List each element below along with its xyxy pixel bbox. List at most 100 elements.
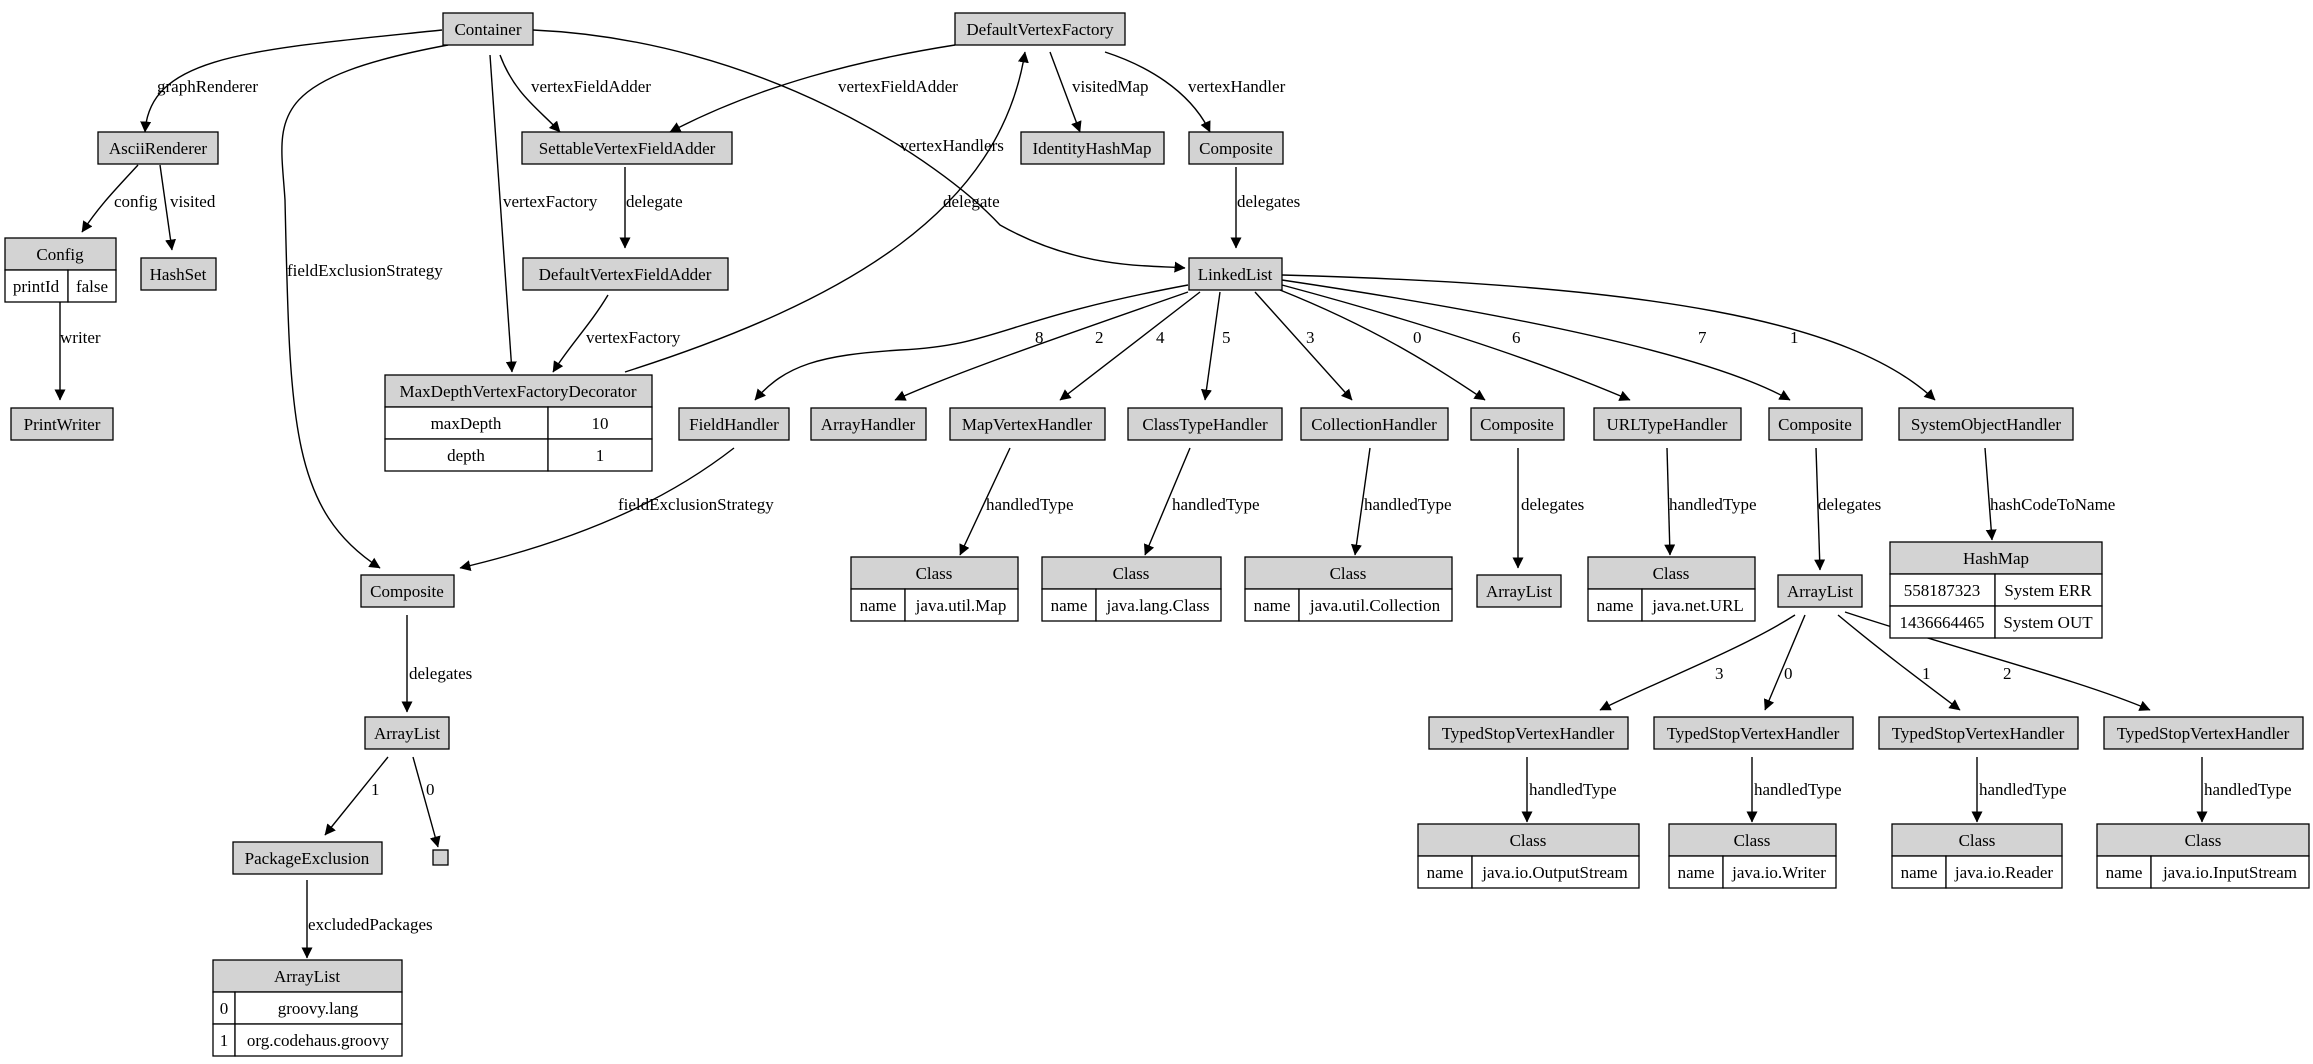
edge-vertex-handlers xyxy=(532,29,1186,273)
node-composite-top[interactable]: Composite xyxy=(1188,131,1284,165)
svg-text:Class: Class xyxy=(1113,564,1150,583)
svg-text:printId: printId xyxy=(13,277,60,296)
node-identity-hash-map[interactable]: IdentityHashMap xyxy=(1020,131,1165,165)
edge-ll-7 xyxy=(1281,279,1791,401)
edge-label-vertex-handler: vertexHandler xyxy=(1188,77,1286,96)
edge-label-vertex-field-adder-1: vertexFieldAdder xyxy=(531,77,651,96)
edge-label-st-3: 3 xyxy=(1715,664,1724,683)
edge-label-delegate-2: delegate xyxy=(943,192,1000,211)
node-default-vertex-field-adder[interactable]: DefaultVertexFieldAdder xyxy=(522,257,729,291)
node-composite-0[interactable]: Composite xyxy=(1470,407,1565,441)
svg-text:name: name xyxy=(1597,596,1634,615)
node-array-handler[interactable]: ArrayHandler xyxy=(810,407,927,441)
node-field-handler[interactable]: FieldHandler xyxy=(678,407,790,441)
svg-text:Composite: Composite xyxy=(1199,139,1273,158)
svg-text:DefaultVertexFieldAdder: DefaultVertexFieldAdder xyxy=(539,265,712,284)
svg-text:maxDepth: maxDepth xyxy=(431,414,502,433)
node-class-class[interactable]: Class name java.lang.Class xyxy=(1041,556,1222,622)
node-class-writer[interactable]: Class name java.io.Writer xyxy=(1668,823,1837,889)
node-config[interactable]: Config printId false xyxy=(4,237,117,303)
node-class-map[interactable]: Class name java.util.Map xyxy=(850,556,1019,622)
svg-text:MaxDepthVertexFactoryDecorator: MaxDepthVertexFactoryDecorator xyxy=(400,382,637,401)
node-system-object-handler[interactable]: SystemObjectHandler xyxy=(1898,407,2074,441)
node-package-exclusion[interactable]: PackageExclusion xyxy=(232,841,383,875)
node-ascii-renderer[interactable]: AsciiRenderer xyxy=(97,131,219,165)
edge-label-delegate-1: delegate xyxy=(626,192,683,211)
svg-text:groovy.lang: groovy.lang xyxy=(278,999,359,1018)
node-null[interactable] xyxy=(432,849,449,866)
edge-st-0 xyxy=(1763,614,1806,711)
node-print-writer[interactable]: PrintWriter xyxy=(10,407,114,441)
svg-text:ClassTypeHandler: ClassTypeHandler xyxy=(1142,415,1268,434)
svg-text:SystemObjectHandler: SystemObjectHandler xyxy=(1911,415,2061,434)
node-class-type-handler[interactable]: ClassTypeHandler xyxy=(1127,407,1283,441)
node-settable-vertex-field-adder[interactable]: SettableVertexFieldAdder xyxy=(521,131,733,165)
node-array-list-left[interactable]: ArrayList xyxy=(364,716,450,750)
svg-text:java.io.Writer: java.io.Writer xyxy=(1731,863,1826,882)
svg-text:Class: Class xyxy=(2185,831,2222,850)
edge-label-al-0: 0 xyxy=(426,780,435,799)
node-class-reader[interactable]: Class name java.io.Reader xyxy=(1891,823,2063,889)
edge-label-vertex-handlers: vertexHandlers xyxy=(900,136,1004,155)
node-array-list-stop[interactable]: ArrayList xyxy=(1777,574,1863,608)
edge-label-excluded-packages: excludedPackages xyxy=(308,915,433,934)
edge-visited-map xyxy=(1049,51,1082,133)
node-max-depth-decorator[interactable]: MaxDepthVertexFactoryDecorator maxDepth … xyxy=(384,374,653,472)
edge-handled-type-url xyxy=(1664,447,1676,556)
svg-text:java.lang.Class: java.lang.Class xyxy=(1106,596,1210,615)
node-default-vertex-factory[interactable]: DefaultVertexFactory xyxy=(954,12,1126,46)
edge-visited xyxy=(159,164,176,251)
svg-text:Class: Class xyxy=(1734,831,1771,850)
svg-text:Composite: Composite xyxy=(1480,415,1554,434)
node-excluded-packages[interactable]: ArrayList 0 groovy.lang 1 org.codehaus.g… xyxy=(212,959,403,1057)
svg-text:System OUT: System OUT xyxy=(2003,613,2093,632)
edge-label-st-0: 0 xyxy=(1784,664,1793,683)
svg-text:name: name xyxy=(860,596,897,615)
edge-st-1 xyxy=(1837,614,1961,711)
node-linked-list[interactable]: LinkedList xyxy=(1188,257,1283,291)
node-class-collection[interactable]: Class name java.util.Collection xyxy=(1244,556,1453,622)
node-hash-map[interactable]: HashMap 558187323 System ERR 1436664465 … xyxy=(1889,541,2103,639)
edge-labels: graphRenderer vertexFieldAdder vertexFie… xyxy=(60,77,2292,934)
node-stop-2[interactable]: TypedStopVertexHandler xyxy=(2103,716,2304,750)
edge-label-visited-map: visitedMap xyxy=(1072,77,1149,96)
edge-label-ll-7: 7 xyxy=(1698,328,1707,347)
svg-text:name: name xyxy=(1901,863,1938,882)
node-container[interactable]: Container xyxy=(442,12,534,46)
node-map-vertex-handler[interactable]: MapVertexHandler xyxy=(949,407,1106,441)
svg-text:Class: Class xyxy=(1959,831,1996,850)
edge-label-ll-1: 1 xyxy=(1790,328,1799,347)
node-url-type-handler[interactable]: URLTypeHandler xyxy=(1593,407,1742,441)
node-array-list-empty[interactable]: ArrayList xyxy=(1476,574,1562,608)
edge-ll-0 xyxy=(1279,289,1486,401)
svg-text:1: 1 xyxy=(596,446,605,465)
node-class-url[interactable]: Class name java.net.URL xyxy=(1587,556,1756,622)
svg-text:ArrayHandler: ArrayHandler xyxy=(821,415,916,434)
edge-label-ll-8: 8 xyxy=(1035,328,1044,347)
svg-text:0: 0 xyxy=(220,999,229,1018)
edge-hash-code-to-name xyxy=(1984,447,1997,541)
svg-text:1: 1 xyxy=(220,1031,229,1050)
edge-label-delegates-0: delegates xyxy=(1521,495,1584,514)
edge-handled-type-class xyxy=(1143,447,1191,556)
edge-label-handled-type-collection: handledType xyxy=(1364,495,1452,514)
svg-text:java.util.Collection: java.util.Collection xyxy=(1309,596,1441,615)
edge-ll-5 xyxy=(1200,291,1221,401)
svg-text:TypedStopVertexHandler: TypedStopVertexHandler xyxy=(2117,724,2290,743)
node-stop-3[interactable]: TypedStopVertexHandler xyxy=(1428,716,1629,750)
edge-vertex-factory-2 xyxy=(552,294,609,373)
node-composite-left[interactable]: Composite xyxy=(360,574,455,608)
node-composite-7[interactable]: Composite xyxy=(1768,407,1863,441)
svg-text:org.codehaus.groovy: org.codehaus.groovy xyxy=(247,1031,390,1050)
svg-text:DefaultVertexFactory: DefaultVertexFactory xyxy=(966,20,1114,39)
svg-text:SettableVertexFieldAdder: SettableVertexFieldAdder xyxy=(539,139,716,158)
edge-label-ll-2: 2 xyxy=(1095,328,1104,347)
node-collection-handler[interactable]: CollectionHandler xyxy=(1300,407,1449,441)
node-stop-0[interactable]: TypedStopVertexHandler xyxy=(1653,716,1854,750)
node-class-output-stream[interactable]: Class name java.io.OutputStream xyxy=(1417,823,1640,889)
node-hash-set[interactable]: HashSet xyxy=(140,257,217,291)
node-class-input-stream[interactable]: Class name java.io.InputStream xyxy=(2096,823,2310,889)
edge-label-handled-type-is: handledType xyxy=(2204,780,2292,799)
node-stop-1[interactable]: TypedStopVertexHandler xyxy=(1878,716,2079,750)
